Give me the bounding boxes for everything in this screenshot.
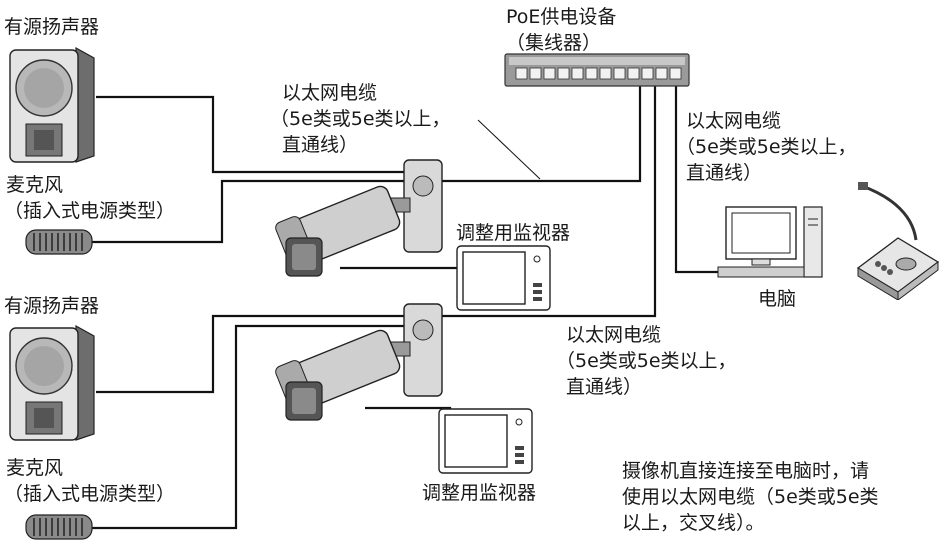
label-leader-line bbox=[477, 119, 541, 180]
pc-label: 电脑 bbox=[758, 288, 797, 310]
poe-hub bbox=[504, 53, 690, 91]
network-camera-icon bbox=[270, 302, 460, 431]
active-speaker-icon bbox=[6, 322, 98, 448]
wire-speaker2-camera2 bbox=[96, 314, 405, 394]
poe-hub-title: PoE供电设备 bbox=[506, 6, 617, 28]
desk-microphone-icon bbox=[854, 180, 940, 304]
cable-label-2-spec: （5e类或5e类以上， bbox=[676, 136, 857, 158]
cable-label-3-title: 以太网电缆 bbox=[566, 324, 662, 346]
microphone-icon bbox=[24, 513, 94, 545]
cable-label-3-type: 直通线） bbox=[566, 376, 643, 398]
speaker1-label: 有源扬声器 bbox=[4, 16, 100, 38]
network-camera-icon bbox=[270, 158, 460, 287]
mic2-type: （插入式电源类型） bbox=[4, 483, 176, 505]
cable-label-1-type: 直通线） bbox=[282, 134, 359, 156]
microphone-icon bbox=[24, 228, 94, 260]
wire-mic2-camera2 bbox=[92, 324, 405, 530]
mic1-type: （插入式电源类型） bbox=[4, 200, 176, 222]
crossover-note-line3: 以上，交叉线）。 bbox=[622, 512, 765, 534]
adjustment-monitor-icon bbox=[456, 245, 551, 315]
speaker2-label: 有源扬声器 bbox=[4, 295, 100, 317]
monitor1-label: 调整用监视器 bbox=[456, 222, 571, 244]
adjustment-monitor-icon bbox=[438, 408, 533, 478]
mic1-label: 麦克风 bbox=[6, 174, 64, 196]
cable-label-1-spec: （5e类或5e类以上， bbox=[270, 108, 451, 130]
crossover-note-line2: 使用以太网电缆（5e类或5e类 bbox=[622, 486, 879, 508]
wire-hub-pc bbox=[674, 80, 722, 274]
cable-label-1-title: 以太网电缆 bbox=[282, 82, 378, 104]
poe-hub-subtitle: （集线器） bbox=[506, 32, 602, 54]
mic2-label: 麦克风 bbox=[6, 457, 64, 479]
wire-speaker1-camera1 bbox=[96, 95, 405, 174]
cable-label-2-title: 以太网电缆 bbox=[686, 110, 782, 132]
wire-hub-camera2 bbox=[440, 80, 657, 318]
cable-label-3-spec: （5e类或5e类以上， bbox=[556, 350, 737, 372]
cable-label-2-type: 直通线） bbox=[686, 162, 763, 184]
active-speaker-icon bbox=[6, 44, 98, 170]
computer-icon bbox=[716, 205, 826, 285]
wire-camera1-hub bbox=[440, 80, 642, 183]
monitor2-label: 调整用监视器 bbox=[422, 482, 537, 504]
wire-mic1-camera1 bbox=[92, 179, 405, 244]
crossover-note-line1: 摄像机直接连接至电脑时，请 bbox=[622, 460, 870, 482]
